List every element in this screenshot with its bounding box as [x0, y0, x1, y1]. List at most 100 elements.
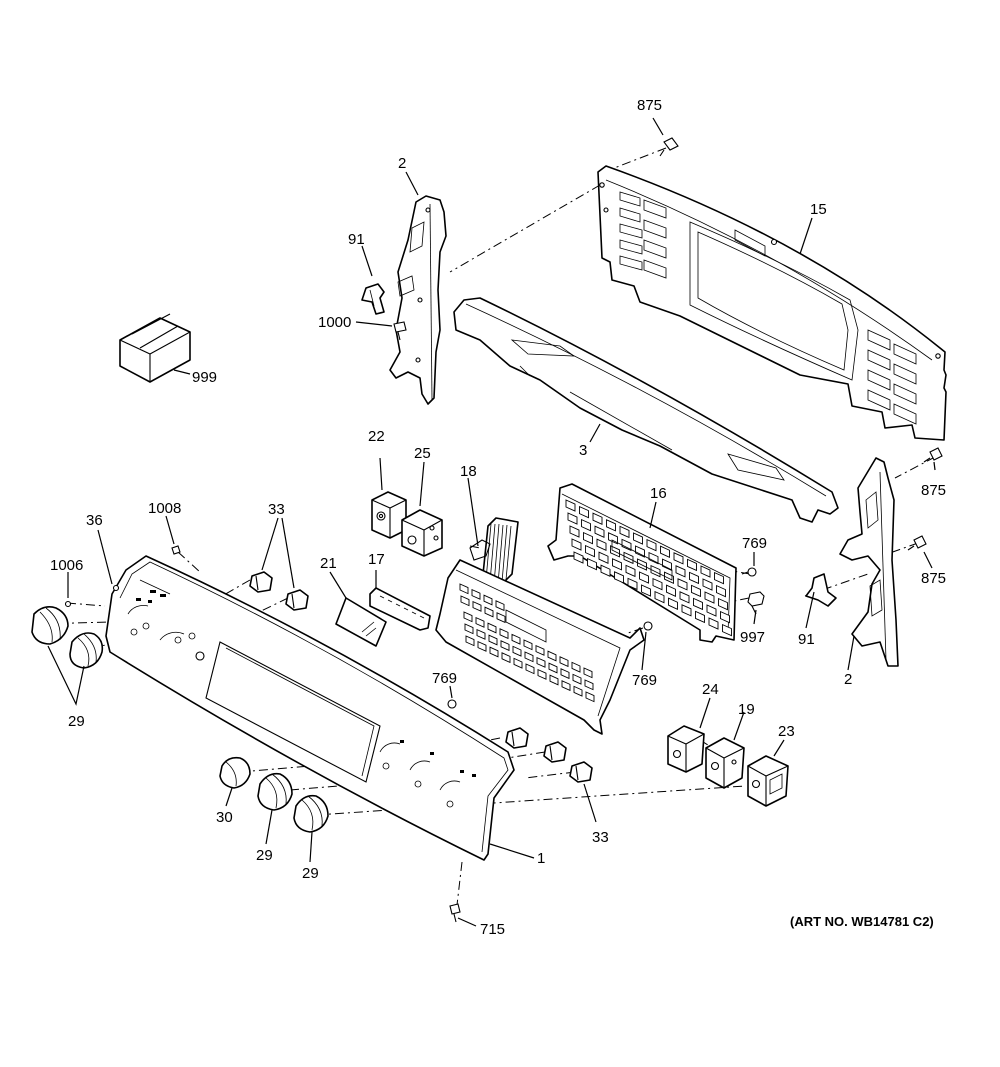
callout-25: 25: [414, 445, 431, 462]
board-key: [598, 551, 609, 564]
callout-29-left: 29: [68, 713, 85, 730]
board-key: [569, 525, 580, 538]
pad-key: [464, 623, 474, 635]
callout-17: 17: [368, 551, 385, 568]
callout-2-right: 2: [844, 671, 852, 688]
callout-875-right-lower: 875: [921, 570, 946, 587]
pad-key: [501, 652, 511, 664]
pad-key: [472, 600, 482, 612]
pad-key: [583, 667, 593, 679]
pad-key: [525, 663, 535, 675]
pad-key: [475, 616, 485, 628]
knob-29-b: [69, 632, 104, 669]
board-key: [592, 512, 603, 525]
callout-22: 22: [368, 428, 385, 445]
board-key: [600, 564, 611, 577]
board-key: [718, 597, 728, 611]
pad-key: [584, 679, 594, 691]
board-key: [687, 558, 697, 572]
callout-29-right: 29: [302, 865, 319, 882]
board-key: [668, 597, 678, 610]
pad-key: [477, 640, 487, 652]
callout-875-right-upper: 875: [921, 482, 946, 499]
callout-769-pad: 769: [632, 672, 657, 689]
board-key: [619, 525, 630, 539]
side-bracket-2-left: [389, 195, 447, 405]
callout-19: 19: [738, 701, 755, 718]
pad-key: [571, 661, 581, 673]
callout-997: 997: [740, 629, 765, 646]
board-key: [693, 597, 703, 611]
board-key: [700, 565, 711, 578]
pad-key: [471, 588, 481, 600]
callout-33-top: 33: [268, 501, 285, 518]
callout-29-mid: 29: [256, 847, 273, 864]
callout-999: 999: [192, 369, 217, 386]
pad-key: [459, 583, 469, 595]
board-key: [664, 571, 674, 584]
switch-24: [667, 725, 705, 773]
control-panel-1: [105, 555, 515, 861]
callout-91-right: 91: [798, 631, 815, 648]
board-key: [679, 591, 690, 604]
knob-30: [219, 756, 251, 789]
switch-33-b: [285, 589, 309, 611]
art-number: (ART NO. WB14781 C2): [790, 914, 934, 929]
board-key: [673, 552, 684, 565]
switch-33-c: [505, 727, 529, 749]
board-key: [706, 604, 717, 617]
knob-29-d: [293, 794, 329, 833]
board-key: [722, 623, 732, 637]
board-keys: [565, 499, 732, 637]
screw-1000: [393, 321, 407, 341]
screw-1008: [171, 545, 181, 555]
pad-key: [463, 611, 473, 623]
touch-pad-assembly: [435, 559, 645, 735]
callout-16: 16: [650, 485, 667, 502]
board-key: [573, 551, 584, 564]
clip-91-right: [805, 573, 837, 607]
knob-29-a: [31, 606, 69, 645]
pad-key: [560, 668, 570, 680]
board-key: [625, 564, 636, 578]
lens-21: [335, 597, 387, 647]
board-key: [677, 578, 688, 591]
board-key: [585, 544, 595, 558]
board-key: [583, 531, 593, 545]
callout-875-top: 875: [637, 97, 662, 114]
switch-33-d: [543, 741, 567, 763]
callout-labels: 875 2 15 91 1000 999 3 875 875 22 25 18 …: [50, 97, 946, 938]
switch-33-a: [249, 571, 273, 593]
callout-18: 18: [460, 463, 477, 480]
leader-lines: [47, 117, 936, 927]
board-key: [666, 584, 676, 597]
pad-key: [537, 668, 547, 680]
board-key: [641, 584, 651, 597]
board-key: [596, 538, 607, 551]
callout-769-right: 769: [742, 535, 767, 552]
callout-21: 21: [320, 555, 337, 572]
callout-2-left: 2: [398, 155, 406, 172]
callout-24: 24: [702, 681, 719, 698]
callout-23: 23: [778, 723, 795, 740]
pad-key: [460, 595, 470, 607]
board-key: [652, 577, 663, 591]
board-key: [691, 584, 701, 598]
board-key: [702, 578, 713, 591]
control-board-16: [547, 483, 737, 643]
board-key: [681, 604, 692, 617]
pad-key: [512, 645, 522, 657]
screw-715: [449, 903, 461, 923]
board-key: [587, 557, 597, 571]
board-key: [720, 610, 730, 624]
relay-25: [401, 509, 443, 557]
pad-key: [495, 600, 505, 612]
callout-3: 3: [579, 442, 587, 459]
board-key: [627, 577, 638, 591]
board-key: [660, 545, 670, 558]
rear-panel-15: [597, 165, 947, 441]
board-key: [695, 610, 705, 624]
pad-key: [487, 622, 497, 634]
board-key: [650, 564, 661, 578]
